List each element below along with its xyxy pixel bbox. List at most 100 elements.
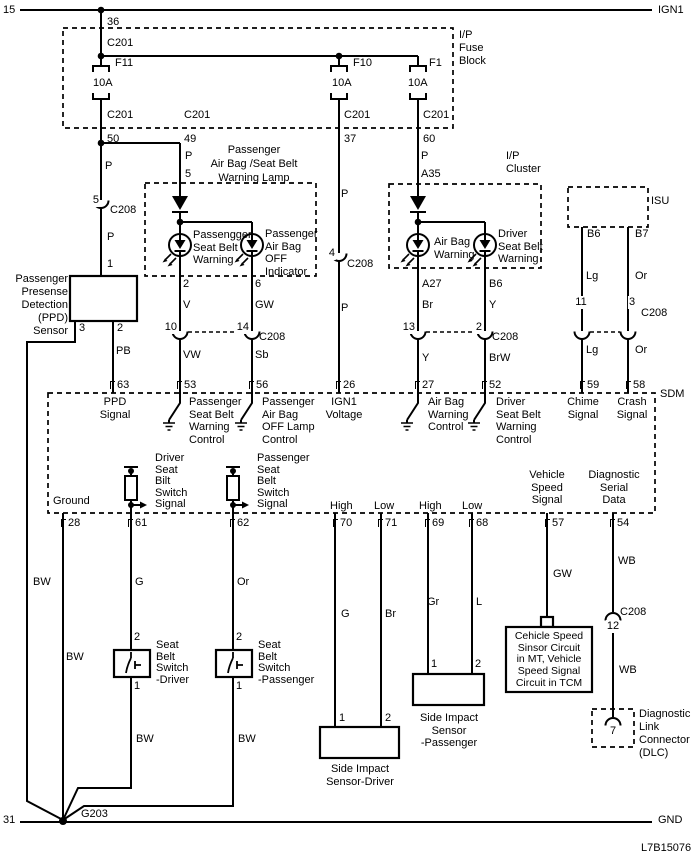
wire-wb-upper: WB	[618, 555, 636, 567]
connector-c201-f11-b: C201	[184, 109, 211, 121]
wire-gw-57: GW	[553, 568, 572, 580]
sdm-crash-signal: Crash Signal	[616, 396, 648, 421]
ip-cluster-box	[388, 183, 542, 269]
fuse-f1-name: F1	[429, 57, 442, 69]
pin-a27: A27	[422, 278, 442, 290]
wire-brw: BrW	[489, 352, 511, 364]
sdm-driver-seat-belt-warning-control: Driver Seat Belt Warning Control	[496, 396, 541, 446]
pin-b6-cluster: B6	[489, 278, 503, 290]
wire-p-50: P	[105, 160, 113, 172]
connector-c201-main: C201	[107, 37, 134, 49]
sdm-pin-53: 53	[176, 379, 197, 391]
wire-lg-upper: Lg	[586, 270, 599, 282]
connector-7-number: 7	[608, 725, 618, 738]
wire-bw-pass: BW	[238, 733, 256, 745]
sdm-pin-56: 56	[248, 379, 269, 391]
drawing-code: L7B15076	[641, 842, 692, 854]
wire-pb: PB	[116, 345, 131, 357]
fuse-block-title: I/P Fuse Block	[459, 29, 486, 67]
fuse-block-box	[62, 27, 454, 129]
sdm-pin-57: 57	[544, 517, 565, 529]
isu-title: ISU	[651, 195, 670, 207]
wire-y-lower: Y	[422, 352, 430, 364]
sdm-pass-airbag-off-lamp-control: Passenger Air Bag OFF Lamp Control	[262, 396, 315, 446]
sdm-low-1: Low	[374, 500, 395, 512]
connector-14-number: 14	[235, 321, 250, 334]
wire-p-49: P	[185, 150, 193, 162]
connector-11-number: 11	[574, 296, 588, 309]
rail-right-ign1: IGN1	[658, 4, 684, 16]
sdm-pass-seat-belt-warning-control: Passenger Seat Belt Warning Control	[189, 396, 242, 446]
sis-driver-pin1: 1	[339, 712, 346, 724]
sdm-pin-59: 59	[579, 379, 600, 391]
connector-5-c208: C208	[110, 204, 137, 216]
sis-driver-label: Side Impact Sensor-Driver	[326, 763, 394, 788]
pin-b7-isu: B7	[635, 228, 649, 240]
connector-11-3-c208: C208	[641, 307, 668, 319]
led-passenger-seat-belt-label: Passengger Seat Belt Warning	[193, 229, 252, 266]
pin-2-lamp: 2	[183, 278, 190, 290]
fuse-f11-name: F11	[115, 57, 134, 69]
sdm-diagnostic-serial-data: Diagnostic Serial Data	[588, 469, 640, 506]
sdm-pin-28: 28	[60, 517, 81, 529]
sdm-high-1: High	[330, 500, 353, 512]
pin-60: 60	[423, 133, 436, 145]
wire-g-70: G	[341, 608, 350, 620]
wire-gw-lamp: GW	[255, 299, 274, 311]
pin-1-ppd: 1	[107, 258, 114, 270]
belt-switch-pass-label: Seat Belt Switch -Passenger	[258, 639, 315, 686]
sdm-airbag-warning-control: Air Bag Warning Control	[428, 396, 469, 433]
sdm-pin-63: 63	[109, 379, 130, 391]
led-airbag-warning-label: Air Bag Warning	[434, 236, 475, 261]
wire-wb-lower: WB	[619, 664, 637, 676]
sdm-pin-26: 26	[335, 379, 356, 391]
wire-br-cluster: Br	[422, 299, 433, 311]
fuse-f1-rating: 10A	[408, 77, 428, 89]
vss-box-label: Cehicle Speed Sinsor Circuit in MT, Vehi…	[514, 630, 584, 689]
pin-2-ppd: 2	[117, 322, 124, 334]
junction-nodes	[59, 6, 422, 825]
g203-node	[59, 817, 67, 825]
sdm-low-2: Low	[462, 500, 483, 512]
sdm-high-2: High	[419, 500, 442, 512]
wire-lg-lower: Lg	[586, 344, 599, 356]
sdm-pin-68: 68	[468, 517, 489, 529]
rail-right-gnd: GND	[658, 814, 683, 826]
connector-13-2-c208: C208	[492, 331, 519, 343]
ppd-sensor-box	[68, 274, 139, 323]
belt-switch-driver-box	[112, 648, 152, 679]
ppd-sensor-label: Passenger Presense Detection (PPD) Senso…	[15, 273, 68, 337]
connector-12-number: 12	[605, 620, 621, 633]
side-impact-driver-box	[318, 725, 401, 760]
pin-6-lamp: 6	[255, 278, 262, 290]
sdm-pin-62: 62	[229, 517, 250, 529]
fuse-f11-rating: 10A	[93, 77, 113, 89]
wire-y-cluster: Y	[489, 299, 497, 311]
pin-37: 37	[344, 133, 357, 145]
connector-4-c208: C208	[347, 258, 374, 270]
wire-v: V	[183, 299, 191, 311]
sdm-vehicle-speed-signal: Vehicle Speed Signal	[529, 469, 565, 506]
ppd-ground-wire	[26, 321, 76, 821]
sdm-pin-52: 52	[481, 379, 502, 391]
sis-driver-pin2: 2	[385, 712, 392, 724]
wire-g-61: G	[135, 576, 144, 588]
wire-or-62: Or	[237, 576, 250, 588]
connector-12-c208: C208	[620, 606, 647, 618]
fuse-f10-rating: 10A	[332, 77, 352, 89]
ground-ref-g203: G203	[81, 808, 108, 820]
sdm-pin-27: 27	[414, 379, 435, 391]
warning-lamp-box	[144, 182, 317, 277]
fuse-f10-name: F10	[353, 57, 372, 69]
pin-5-lamp: 5	[185, 168, 192, 180]
belt-switch-pass-pin1: 1	[236, 680, 243, 692]
belt-switch-pass-pin2: 2	[236, 631, 243, 643]
side-impact-passenger-box	[411, 672, 486, 707]
wires	[20, 9, 652, 823]
connector-c201-f11-a: C201	[107, 109, 134, 121]
sdm-pin-69: 69	[424, 517, 445, 529]
wire-gr-69: Gr	[427, 596, 440, 608]
